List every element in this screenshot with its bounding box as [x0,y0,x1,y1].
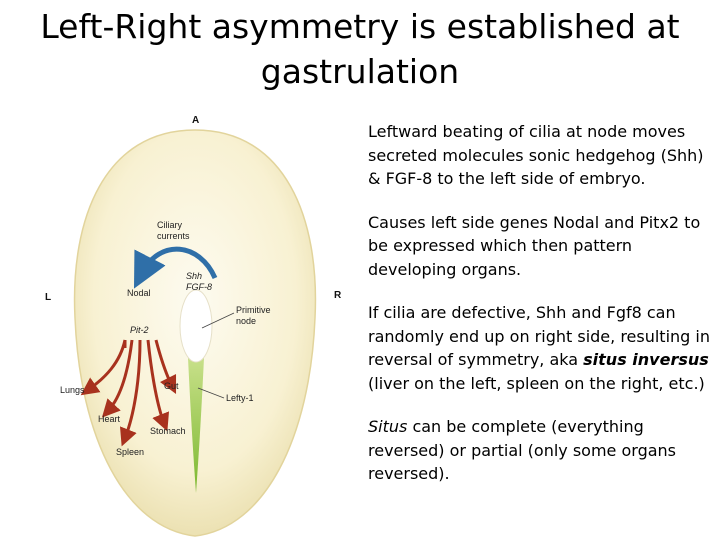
label-heart: Heart [98,414,121,424]
paragraph-situs-types: Situs can be complete (everything revers… [368,415,718,486]
lefty-pointer [197,387,225,399]
label-lefty: Lefty-1 [226,393,254,403]
label-primitive-2: node [236,316,256,326]
ciliary-current-arrow [133,246,218,289]
arrow-heart [101,339,134,418]
p3-text-b: (liver on the left, spleen on the right,… [368,373,705,393]
label-fgf8: FGF-8 [186,282,212,292]
label-primitive-1: Primitive [236,305,271,315]
arrow-lungs [80,339,127,396]
p4-text-b: can be complete (everything reversed) or… [368,417,677,483]
situs-term: Situs [368,417,408,436]
slide-title: Left-Right asymmetry is established at g… [0,4,720,94]
label-shh: Shh [186,271,202,281]
explanation-text: Leftward beating of cilia at node moves … [368,120,718,506]
organ-arrows [80,339,177,447]
paragraph-cilia: Leftward beating of cilia at node moves … [368,122,704,188]
primitive-node-pointer [201,312,235,329]
p3-text-a: If cilia are defective, Shh and Fgf8 can… [368,303,710,369]
label-gut: Gut [164,381,179,391]
label-anterior: A [192,115,199,126]
label-nodal: Nodal [127,288,151,298]
paragraph-situs-inversus: If cilia are defective, Shh and Fgf8 can… [368,301,718,395]
arrow-gut [154,339,177,395]
paragraph-nodal-pitx2: Causes left side genes Nodal and Pitx2 t… [368,212,701,279]
label-stomach: Stomach [150,426,186,436]
arrow-stomach [146,339,170,432]
label-right: R [334,290,342,301]
label-left: L [45,292,51,303]
label-spleen: Spleen [116,447,144,457]
situs-inversus-term: situs inversus [583,350,709,369]
title-line-1: Left-Right asymmetry is established at [40,7,680,46]
label-ciliary-2: currents [157,231,190,241]
primitive-streak [188,358,204,493]
label-ciliary-1: Ciliary [157,220,183,230]
arrow-spleen [119,339,142,447]
title-line-2: gastrulation [260,52,460,91]
embryo-svg: A L R Ciliary currents Shh FGF-8 Nodal P… [45,115,342,537]
primitive-node [179,289,213,363]
label-pit2: Pit-2 [130,325,149,335]
embryo-diagram: A L R Ciliary currents Shh FGF-8 Nodal P… [30,108,360,540]
label-lungs: Lungs [60,385,85,395]
